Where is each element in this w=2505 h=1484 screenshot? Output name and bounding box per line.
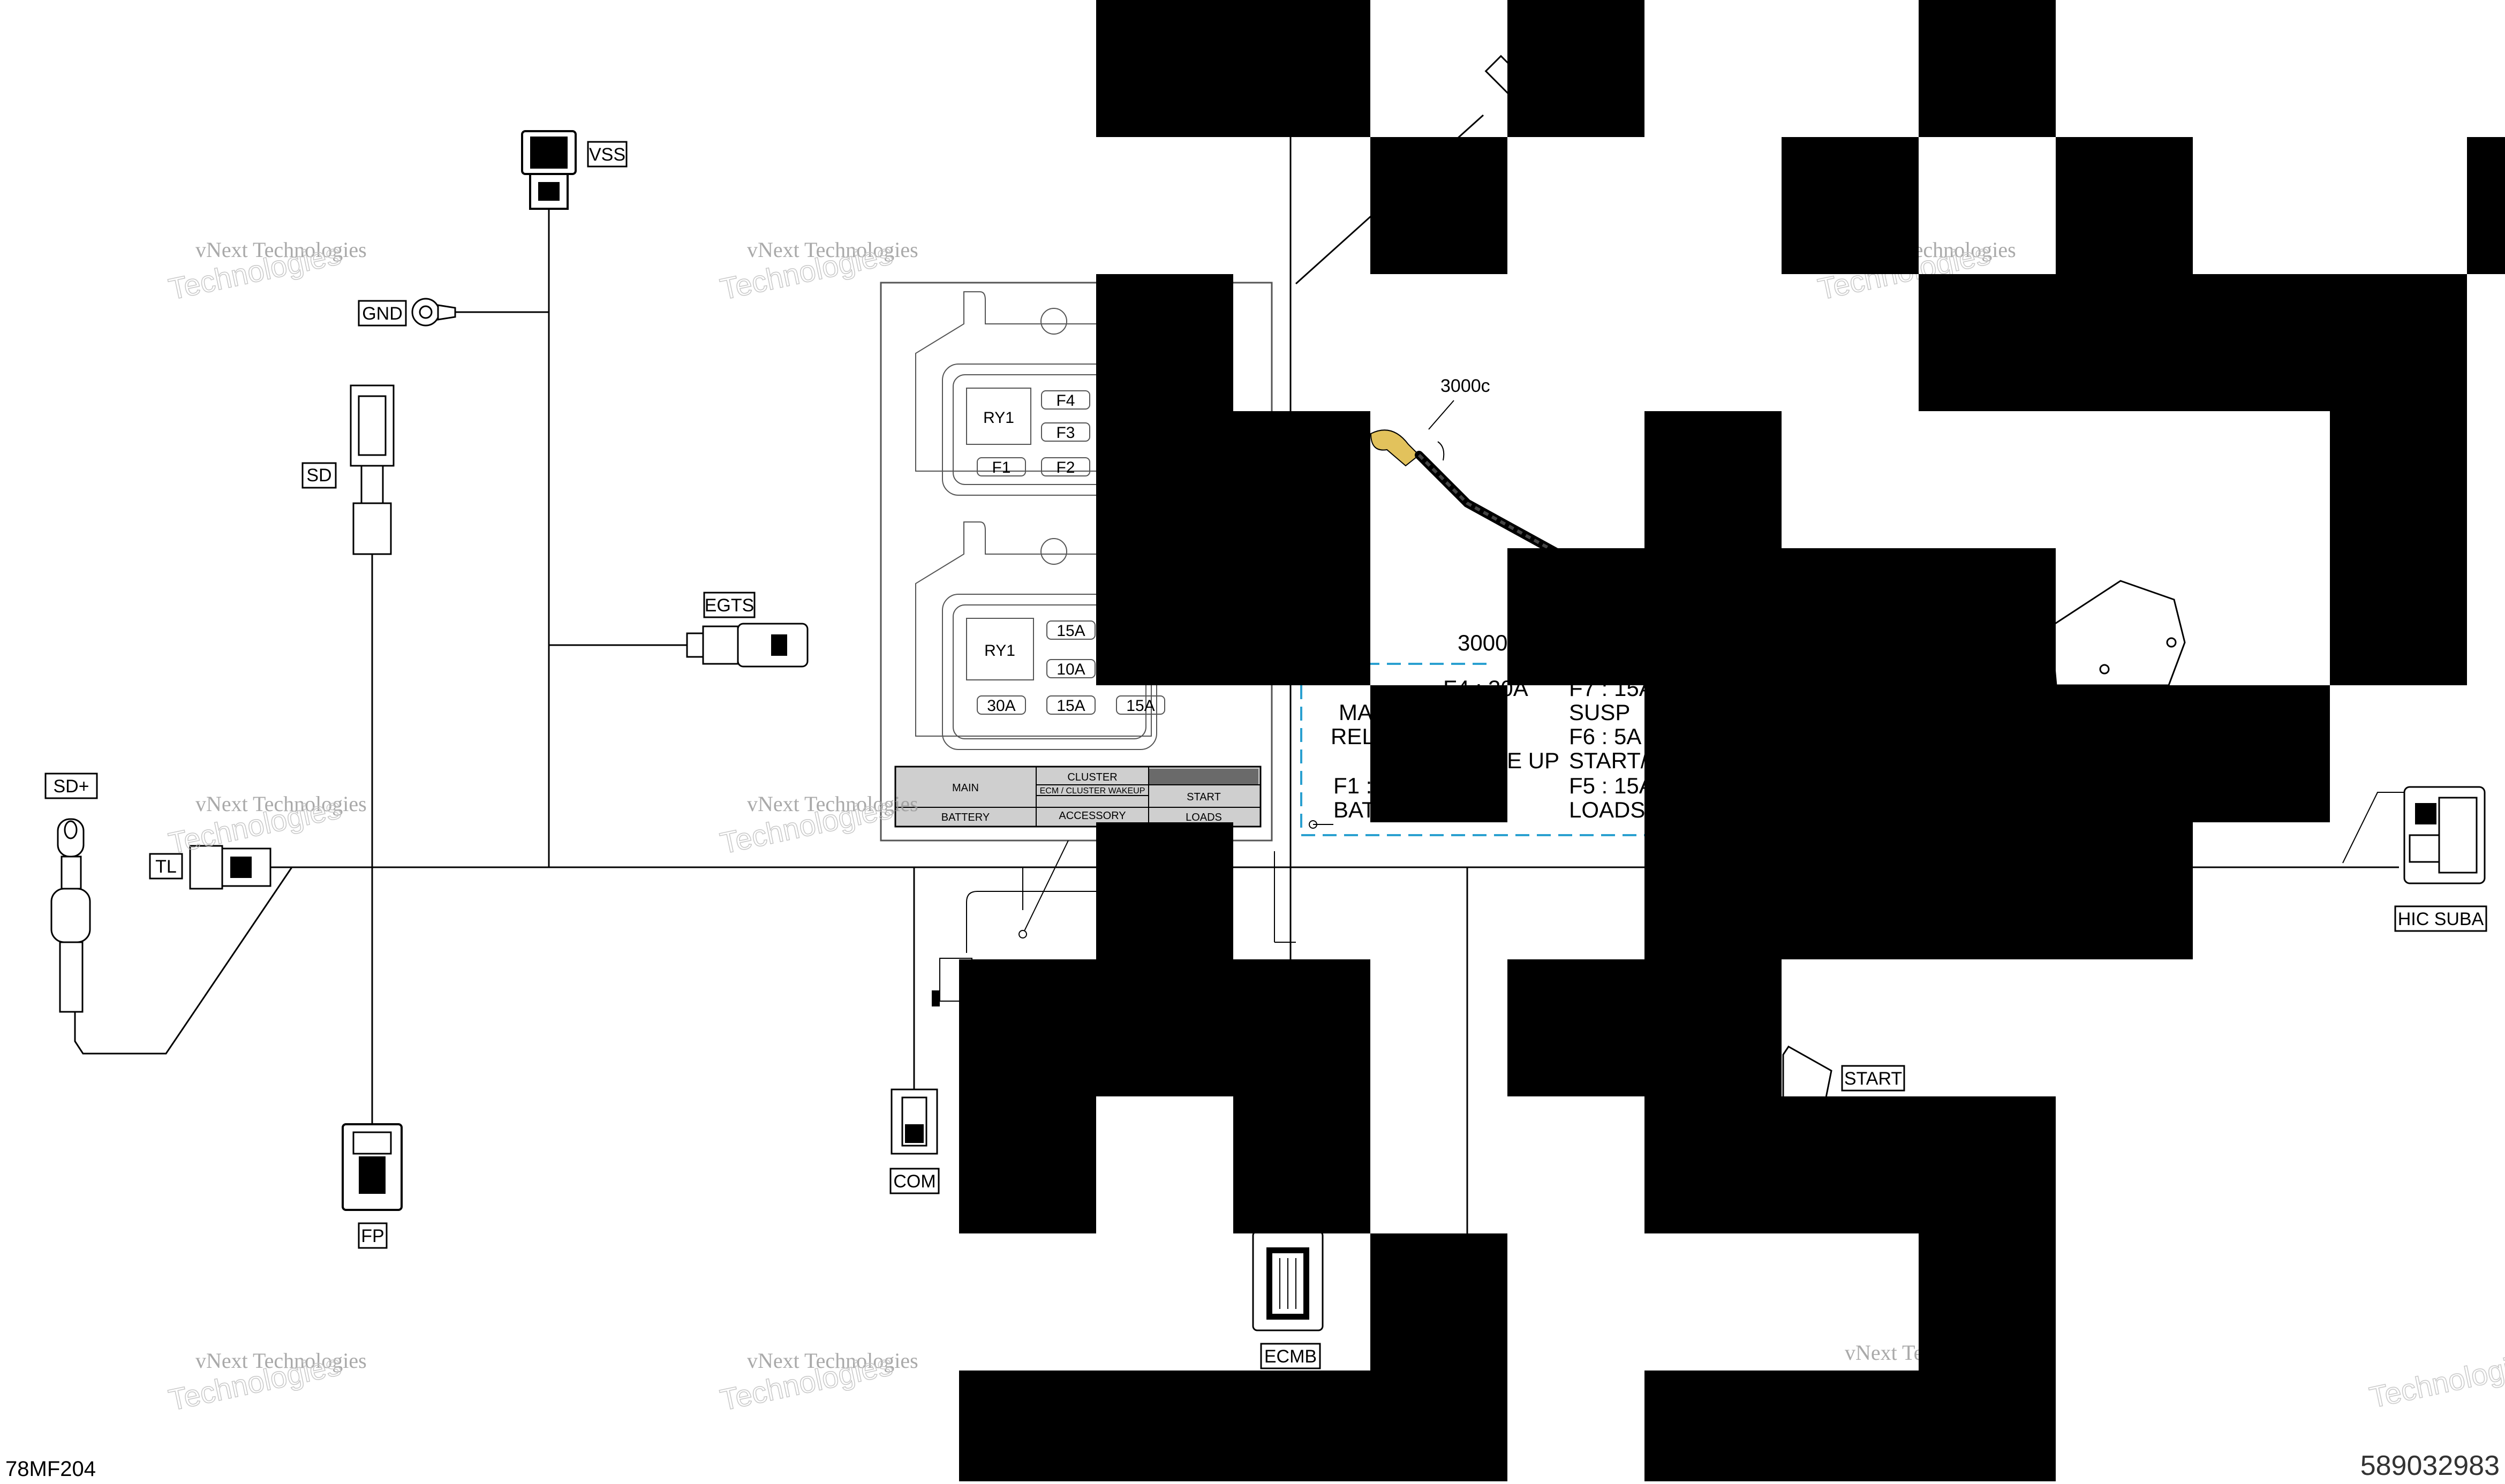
fp-connector: FP [342, 1123, 403, 1249]
watermark-5: vNext Technologies [747, 792, 918, 816]
sd-label: SD [306, 465, 331, 486]
footer-left-code: 78MF204 [5, 1457, 96, 1481]
vss-connector: VSS [521, 130, 628, 210]
tl-label: TL [155, 857, 177, 877]
relay-bottom-label: RY1 [984, 642, 1015, 660]
table-battery: BATTERY [941, 812, 990, 823]
legend-l4b: START/ [1569, 748, 1647, 773]
watermark-1: vNext Technologies [195, 238, 367, 262]
fp-label: FP [361, 1226, 384, 1246]
com-label: COM [893, 1171, 935, 1192]
vss-label: VSS [589, 145, 625, 165]
fuse-top-0: F4 [1056, 392, 1075, 410]
fuse-relay-box: RY1 F4 F3 F1 F2 RY1 15A 10A 30A 15A [880, 282, 1273, 938]
fuse-bottom-0: 15A [1057, 622, 1085, 640]
fuse-bottom-2: 30A [987, 697, 1015, 715]
sensor-3000c: 3000c [1370, 376, 1579, 566]
label-3000: 3000 [1458, 630, 1507, 655]
egts-label: EGTS [705, 595, 754, 616]
label-3000c: 3000c [1440, 376, 1490, 396]
legend-l5b: F5 : 15A [1569, 773, 1654, 798]
fuse-table: MAIN CLUSTER ECM / CLUSTER WAKEUP START … [894, 766, 1262, 828]
table-loads: LOADS [1186, 812, 1222, 823]
sd-plus-terminal: SD+ [44, 773, 98, 1013]
watermark-4: vNext Technologies [195, 792, 367, 816]
watermark-2: vNext Technologies [747, 238, 918, 262]
fuse-module-top: RY1 F4 F3 F1 F2 [915, 291, 1152, 496]
watermark-8b: Technologies [2366, 1345, 2505, 1414]
fuse-top-1: F3 [1056, 424, 1075, 442]
hic-suba-label: HIC SUBA [2398, 909, 2484, 929]
gnd-label: GND [362, 304, 403, 324]
start-connector: START [1782, 1046, 1905, 1099]
footer-right-code: 589032983 [2360, 1450, 2500, 1481]
hic-suba-connector: HIC SUBA [2342, 786, 2487, 932]
ecu-module [2050, 580, 2186, 686]
sd-plus-label: SD+ [53, 776, 89, 797]
legend-l3b: F6 : 5A [1569, 724, 1641, 749]
com-connector: COM [889, 1088, 940, 1194]
egts-connector: EGTS [686, 592, 809, 668]
tl-connector: TL [149, 845, 271, 890]
fuse-top-3: F2 [1056, 459, 1075, 476]
watermark-7: vNext Technologies [747, 1349, 918, 1373]
table-wakeup: ECM / CLUSTER WAKEUP [1040, 786, 1145, 796]
table-accessory: ACCESSORY [1059, 810, 1126, 822]
gnd-terminal: GND [358, 298, 456, 327]
relay-top-label: RY1 [983, 409, 1014, 427]
fuse-bottom-1: 10A [1057, 661, 1085, 678]
ecmb-connector: ECMB [1252, 1230, 1324, 1369]
table-cluster: CLUSTER [1067, 771, 1117, 783]
fuse-module-bottom: RY1 15A 10A 30A 15A 15A [915, 521, 1165, 750]
redaction-blocks [959, 0, 2505, 1481]
legend-l6b: LOADS [1569, 797, 1645, 822]
fuse-bottom-3: 15A [1057, 697, 1085, 715]
start-label: START [1844, 1069, 1902, 1089]
ecmb-label: ECMB [1264, 1346, 1317, 1367]
fuse-top-2: F1 [992, 459, 1010, 476]
sd-connector: SD [301, 384, 395, 555]
watermark-6: vNext Technologies [195, 1349, 367, 1373]
legend-l2b: SUSP [1569, 700, 1630, 725]
table-main: MAIN [952, 782, 979, 794]
table-start: START [1187, 791, 1221, 803]
fuse-bottom-4: 15A [1126, 697, 1155, 715]
